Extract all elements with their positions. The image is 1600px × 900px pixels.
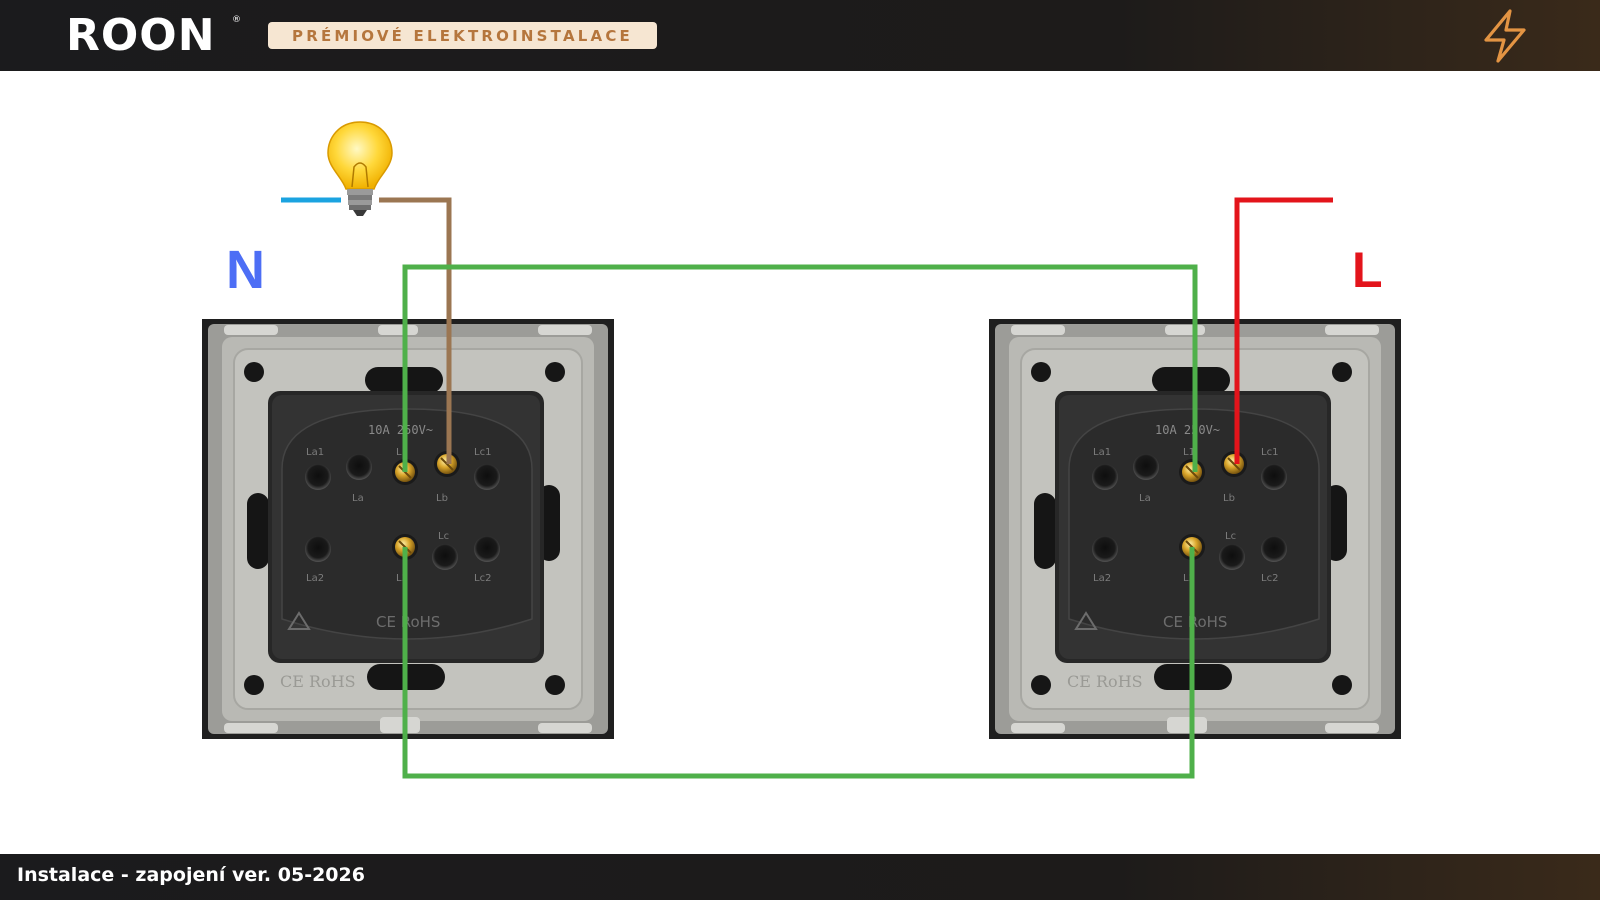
- left-switch: [201, 318, 615, 740]
- footer-version-text: Instalace - zapojení ver. 05-2026: [17, 864, 365, 886]
- traveler-wire-bottom: [402, 547, 1195, 779]
- tagline-badge: PRÉMIOVÉ ELEKTROINSTALACE: [268, 22, 657, 49]
- traveler-wire-top: [402, 264, 1198, 472]
- bulb-wire: [379, 197, 452, 464]
- live-wire: [1234, 197, 1333, 464]
- header-bar: ROON ® PRÉMIOVÉ ELEKTROINSTALACE: [0, 0, 1600, 71]
- footer-bar: Instalace - zapojení ver. 05-2026: [0, 854, 1600, 900]
- logo-text: ROON: [66, 10, 216, 61]
- roon-logo: ROON ®: [66, 10, 241, 61]
- wiring-diagram: N L: [0, 71, 1600, 854]
- live-label: L: [1352, 242, 1383, 298]
- diagram-canvas: 10A 250V~ CE RoHS CE RoHS La1 La L1 Lb L…: [201, 121, 1402, 779]
- logo-registered-mark: ®: [232, 15, 241, 25]
- light-bulb-icon: [327, 121, 393, 216]
- neutral-label: N: [226, 240, 265, 300]
- lightning-bolt-icon: [1484, 9, 1526, 63]
